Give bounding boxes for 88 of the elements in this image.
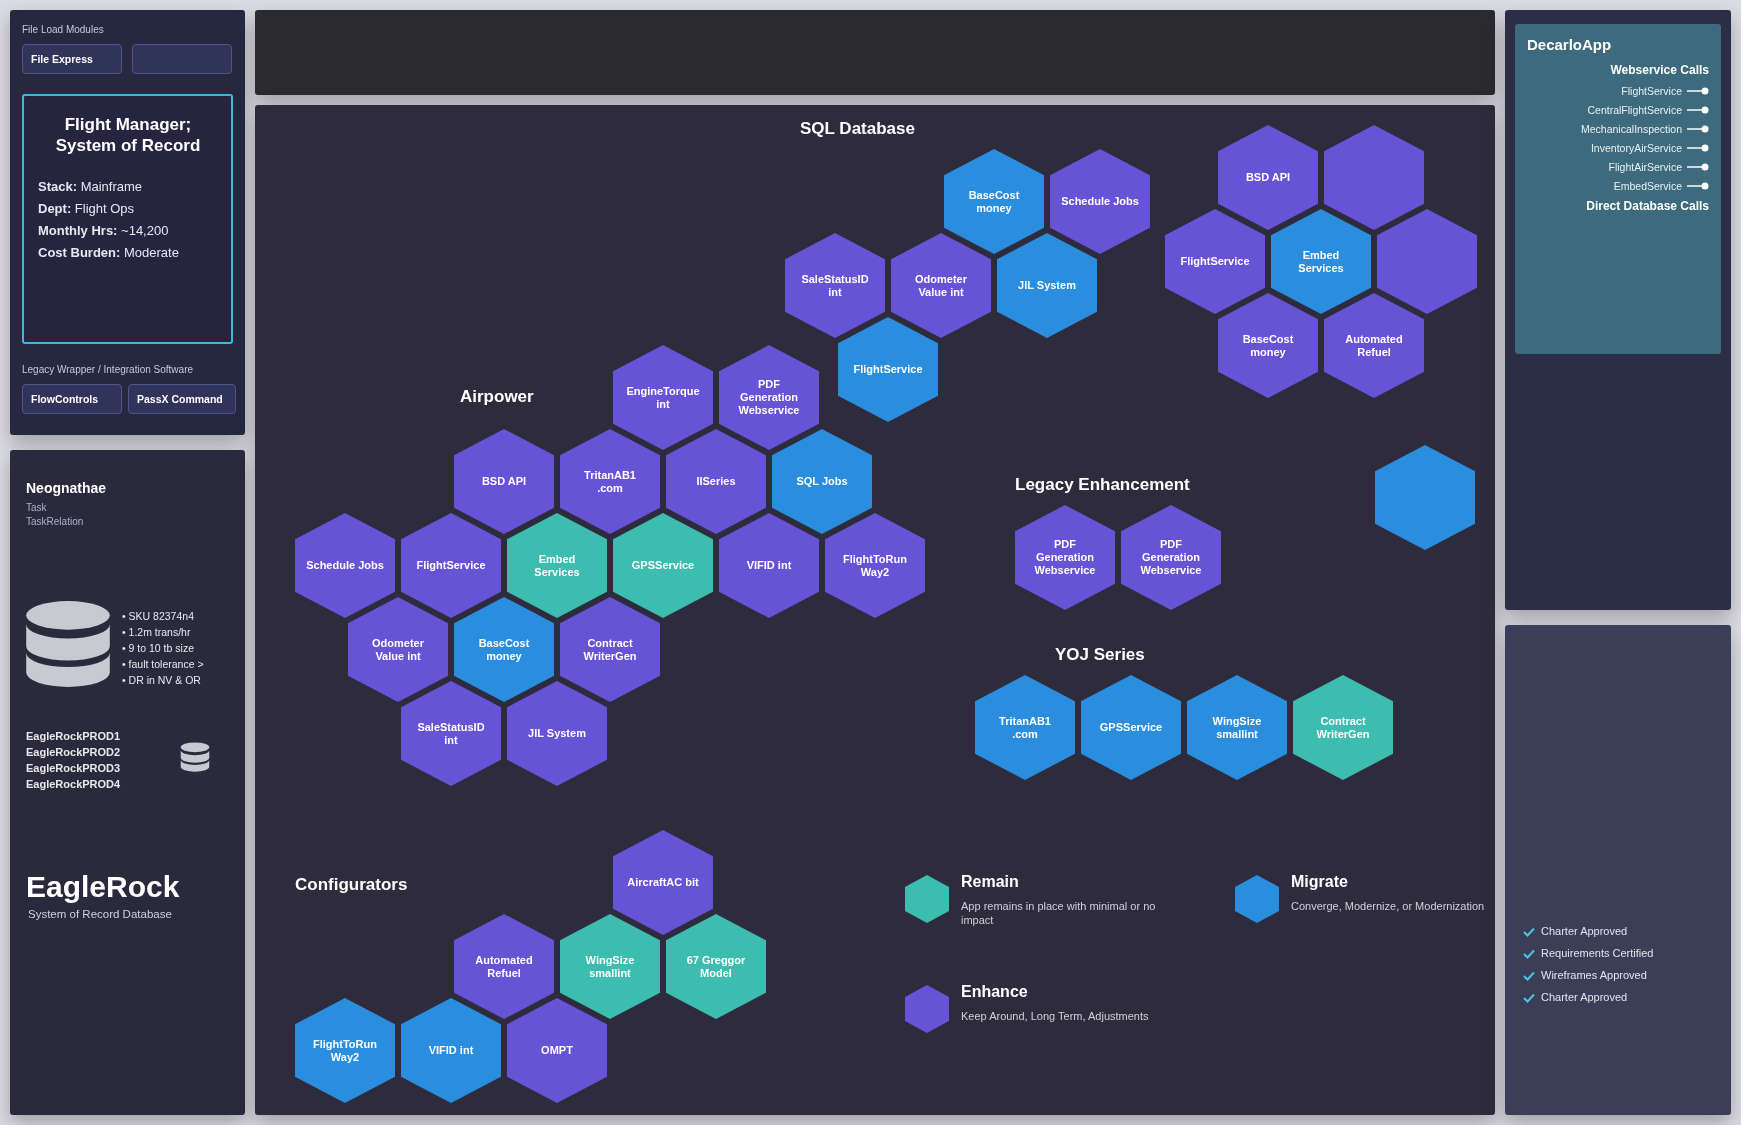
spec-item: • fault tolerance > <box>122 658 204 670</box>
service-name: MechanicalInspection <box>1581 123 1682 135</box>
group-title: Configurators <box>295 875 408 895</box>
group-title: Airpower <box>460 387 534 407</box>
service-name: EmbedService <box>1613 180 1682 192</box>
hexagon-tile: VIFID int <box>719 513 819 618</box>
hexagon-tile: 67 Greggor Model <box>666 914 766 1019</box>
section-heading: Direct Database Calls <box>1586 199 1709 213</box>
card-detail: Dept: Flight Ops <box>38 200 135 218</box>
server-name: EagleRockPROD4 <box>26 778 121 790</box>
hexagon-tile: JIL System <box>997 233 1097 338</box>
hexagon-tile: Contract WriterGen <box>560 597 660 702</box>
hexagon-tile: GPSService <box>1081 675 1181 780</box>
checklist-item: Wireframes Approved <box>1541 969 1647 981</box>
section-heading: Legacy Wrapper / Integration Software <box>22 364 194 375</box>
hexagon-tile: Schedule Jobs <box>1050 149 1150 254</box>
legend-label: Migrate <box>1291 873 1348 891</box>
hexagon-tile: SaleStatusID int <box>401 681 501 786</box>
hexagon-tile: TritanAB1 .com <box>560 429 660 534</box>
card-detail: Cost Burden: Moderate <box>38 244 179 262</box>
spec-item: • 1.2m trans/hr <box>122 626 191 638</box>
checklist-item: Requirements Certified <box>1541 947 1654 959</box>
server-name: EagleRockPROD3 <box>26 762 121 774</box>
hexagon-tile: Automated Refuel <box>454 914 554 1019</box>
entity-name: Task <box>26 502 47 513</box>
hexagon-tile: PDF Generation Webservice <box>1015 505 1115 610</box>
hexagon-tile: SaleStatusID int <box>785 233 885 338</box>
legend-description: App remains in place with minimal or no impact <box>961 899 1157 927</box>
hexagon-tile: OMPT <box>507 998 607 1103</box>
card-title: Flight Manager; System of Record <box>54 114 202 156</box>
group-title: SQL Database <box>800 119 915 139</box>
card-detail: Monthly Hrs: ~14,200 <box>38 222 169 240</box>
hexagon-tile: Odometer Value int <box>348 597 448 702</box>
hexagon-tile: Automated Refuel <box>1324 293 1424 398</box>
card-detail: Stack: Mainframe <box>38 178 143 196</box>
module-card: PassX Command <box>128 384 236 414</box>
hexagon-tile: Schedule Jobs <box>295 513 395 618</box>
legend-label: Remain <box>961 873 1019 891</box>
hexagon-tile: Odometer Value int <box>891 233 991 338</box>
hexagon-tile: TritanAB1 .com <box>975 675 1075 780</box>
section-heading: File Load Modules <box>22 24 104 35</box>
server-name: EagleRockPROD1 <box>26 730 121 742</box>
hexagon-tile: FlightService <box>838 317 938 422</box>
spec-item: • SKU 82374n4 <box>122 610 194 622</box>
spec-item: • DR in NV & OR <box>122 674 201 686</box>
hexagon-tile: PDF Generation Webservice <box>1121 505 1221 610</box>
legend-description: Keep Around, Long Term, Adjustments <box>961 1009 1150 1023</box>
hexagon-tile: AircraftAC bit <box>613 830 713 935</box>
hexagon-tile: SQL Jobs <box>772 429 872 534</box>
hexagon-tile: GPSService <box>613 513 713 618</box>
server-name: EagleRockPROD2 <box>26 746 121 758</box>
hexagon-tile: BSD API <box>1218 125 1318 230</box>
service-name: FlightService <box>1621 85 1682 97</box>
entity-name: TaskRelation <box>26 516 84 527</box>
hexagon-tile: FlightToRun Way2 <box>295 998 395 1103</box>
hexagon-tile: VIFID int <box>401 998 501 1103</box>
slide-title: EagleRock <box>26 870 180 904</box>
checklist-item: Charter Approved <box>1541 991 1628 1003</box>
hexagon-tile: BaseCost money <box>944 149 1044 254</box>
hexagon-tile: WingSize smallint <box>1187 675 1287 780</box>
hexagon-tile: BSD API <box>454 429 554 534</box>
hexagon-tile: FlightService <box>1165 209 1265 314</box>
hexagon-tile: FlightService <box>401 513 501 618</box>
service-name: FlightAirService <box>1608 161 1682 173</box>
section-heading: Neognathae <box>26 480 107 496</box>
checklist-item: Charter Approved <box>1541 925 1628 937</box>
legend-description: Converge, Modernize, or Modernization <box>1291 899 1486 913</box>
module-card: File Express <box>22 44 122 74</box>
group-title: Legacy Enhancement <box>1015 475 1190 495</box>
group-title: YOJ Series <box>1055 645 1145 665</box>
hexagon-tile: PDF Generation Webservice <box>719 345 819 450</box>
legend-label: Enhance <box>961 983 1028 1001</box>
hexagon-tile: WingSize smallint <box>560 914 660 1019</box>
slide-subtitle: System of Record Database <box>28 908 172 920</box>
hexagon-tile: EngineTorque int <box>613 345 713 450</box>
app-card <box>1515 24 1721 354</box>
service-name: InventoryAirService <box>1590 142 1682 154</box>
hexagon-tile: FlightToRun Way2 <box>825 513 925 618</box>
service-name: CentralFlightService <box>1587 104 1682 116</box>
module-card: FlowControls <box>22 384 122 414</box>
module-card <box>132 44 232 74</box>
section-heading: Webservice Calls <box>1610 63 1709 77</box>
spec-item: • 9 to 10 tb size <box>122 642 194 654</box>
hexagon-tile: Contract WriterGen <box>1293 675 1393 780</box>
system-card <box>22 94 233 344</box>
hexagon-tile: JIL System <box>507 681 607 786</box>
hexagon-tile: BaseCost money <box>1218 293 1318 398</box>
card-title: DecarloApp <box>1527 36 1612 53</box>
